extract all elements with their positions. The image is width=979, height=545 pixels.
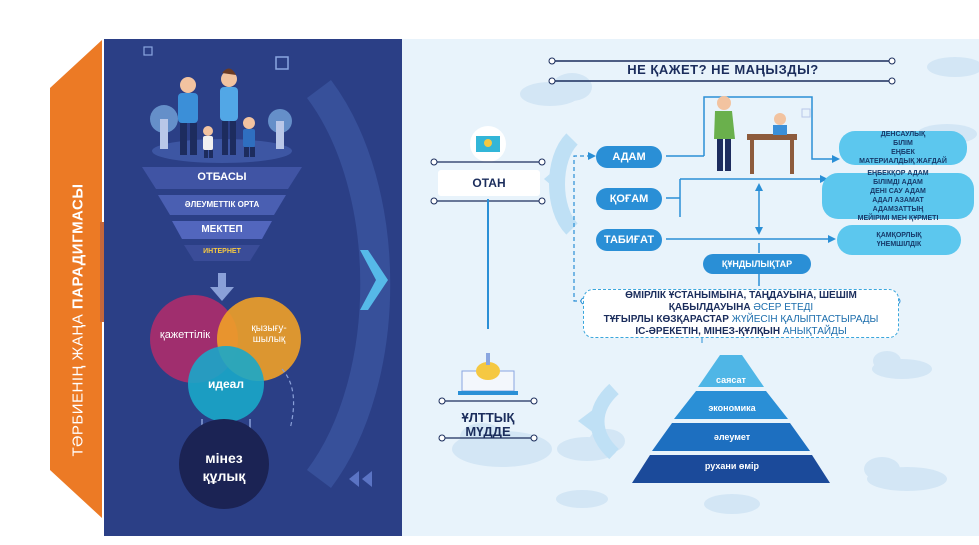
pyramid-level-social: әлеумет (713, 432, 751, 442)
national-interest-line-2: МҮДДЕ (465, 424, 511, 439)
side-banner: ТӘРБИЕНІҢ ЖАҢА ПАРАДИГМАСЫ (50, 40, 102, 518)
bubble-adam-item-2: БІЛІМ (893, 140, 913, 147)
value-line-1: ӨМІРЛІК ҰСТАНЫМЫНА, ТАҢДАУЫНА, ШЕШІМ (625, 289, 857, 301)
pyramid-level-economy: экономика (708, 403, 756, 413)
page-title: НЕ ҚАЖЕТ? НЕ МАҢЫЗДЫ? (627, 62, 819, 77)
bubble-adam-item-3: ЕҢБЕК (891, 149, 915, 156)
right-panel (402, 39, 979, 536)
side-banner-prefix: ТӘРБИЕНІҢ ЖАҢА (69, 313, 87, 457)
value-line-3-rest: ЖҮЙЕСІН ҚАЛЫПТАСТЫРАДЫ (728, 313, 879, 325)
pillar-adam: АДАМ (596, 146, 662, 168)
funnel-level-social: ӘЛЕУМЕТТІК ОРТА (184, 200, 260, 209)
national-interest-line-1: ҰЛТТЫҚ (461, 410, 515, 425)
bubble-adam-item-4: МАТЕРИАЛДЫҚ ЖАҒДАЙ (859, 158, 947, 165)
values-effect-box: ӨМІРЛІК ҰСТАНЫМЫНА, ТАҢДАУЫНА, ШЕШІМ ҚАБ… (583, 289, 899, 338)
left-panel-art (142, 46, 391, 509)
pillar-kogam: ҚОҒАМ (596, 188, 662, 210)
value-line-2-bold: ҚАБЫЛДАУЫНА (668, 301, 751, 313)
venn-need: қажеттілік (159, 329, 211, 341)
left-panel: ОТБАСЫ ӘЛЕУМЕТТІК ОРТА МЕКТЕП ИНТЕРНЕТ қ… (104, 39, 402, 536)
venn-result: мінез құлық (202, 450, 246, 484)
funnel-level-internet: ИНТЕРНЕТ (203, 248, 241, 255)
value-line-3-bold: ТҰҒЫРЛЫ КӨЗҚАРАСТАР (603, 313, 729, 325)
funnel-level-otbasy: ОТБАСЫ (197, 171, 247, 183)
bubble-kogam: ЕҢБЕКҚОР АДАМ БІЛІМДІ АДАМ ДЕНІ САУ АДАМ… (822, 170, 974, 222)
bubble-adam-item-1: ДЕНСАУЛЫҚ (880, 131, 926, 138)
pyramid-level-spiritual: рухани өмір (704, 461, 760, 471)
bubble-kogam-item-6: МЕЙІРІМІ МЕН ҚҰРМЕТІ (857, 215, 939, 222)
side-banner-title: ТӘРБИЕНІҢ ЖАҢА ПАРАДИГМАСЫ (70, 183, 87, 456)
bubble-kogam-item-1: ЕҢБЕКҚОР АДАМ (867, 170, 929, 177)
bubble-kogam-item-4: АДАЛ АЗАМАТ (872, 197, 924, 204)
national-interest-label: ҰЛТТЫҚ МҮДДЕ (438, 411, 538, 439)
bubble-tabigat-item-1: ҚАМҚОРЛЫҚ (876, 232, 922, 239)
pillar-tabigat: ТАБИҒАТ (596, 229, 662, 251)
side-banner-main: ПАРАДИГМАСЫ (69, 183, 87, 310)
value-line-4-bold: ІС-ӘРЕКЕТІН, МІНЕЗ-ҚҰЛҚЫН (635, 325, 781, 337)
funnel-level-mektep: МЕКТЕП (201, 224, 243, 235)
bubble-tabigat: ҚАМҚОРЛЫҚ ҮНЕМШІЛДІК (837, 225, 961, 255)
bubble-kogam-item-2: БІЛІМДІ АДАМ (873, 179, 923, 186)
bubble-kogam-item-5: АДАМЗАТТЫҢ (872, 206, 924, 213)
left-panel-arrow (360, 250, 388, 310)
bubble-adam: ДЕНСАУЛЫҚ БІЛІМ ЕҢБЕК МАТЕРИАЛДЫҚ ЖАҒДАЙ (839, 131, 967, 165)
pyramid-level-politics: саясат (716, 375, 746, 385)
value-line-4-rest: АНЫҚТАЙДЫ (780, 325, 847, 337)
bubble-kogam-item-3: ДЕНІ САУ АДАМ (870, 188, 926, 195)
side-banner-shape (50, 40, 102, 518)
bubble-tabigat-item-2: ҮНЕМШІЛДІК (876, 241, 922, 248)
value-line-2-rest: ӘСЕР ЕТЕДІ (750, 301, 814, 313)
venn-interest: қызығу-шылық (251, 323, 287, 345)
venn-ideal: идеал (208, 377, 244, 391)
otan-label: ОТАН (438, 170, 540, 196)
values-pill: ҚҰНДЫЛЫҚТАР (703, 254, 811, 274)
